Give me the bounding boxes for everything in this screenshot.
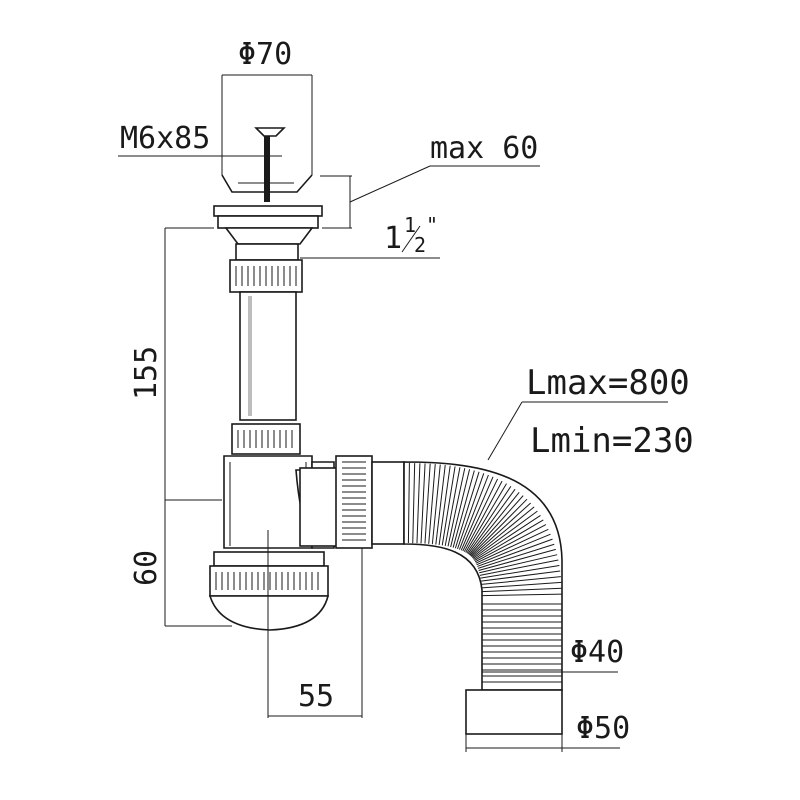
- dimension-phi50: [465, 734, 620, 752]
- label-phi70: Φ70: [238, 37, 292, 72]
- hose-corrugation: [476, 533, 551, 566]
- hose-corrugation: [478, 548, 556, 571]
- hose-corrugation: [407, 463, 410, 544]
- hose-corrugation: [412, 463, 416, 544]
- bottom-cap: [208, 551, 330, 631]
- hose-corrugation: [480, 570, 561, 582]
- label-thread-whole: 1: [384, 221, 402, 256]
- label-max60: max 60: [430, 131, 538, 166]
- hose-corrugation: [450, 469, 471, 548]
- hose-corrugation: [465, 483, 507, 553]
- hose-corrugation: [473, 515, 541, 560]
- label-155: 155: [129, 346, 164, 400]
- hose-corrugation: [420, 463, 426, 544]
- hose-corrugation: [481, 576, 561, 585]
- dimension-hose-length: [487, 401, 668, 461]
- label-lmin: Lmin=230: [530, 421, 694, 461]
- label-phi40: Φ40: [570, 635, 624, 670]
- hose-corrugation: [480, 564, 560, 579]
- hose-corrugation: [462, 478, 499, 552]
- dimension-55: [267, 530, 363, 718]
- flange: [213, 205, 323, 261]
- hose-corrugation: [424, 463, 431, 544]
- label-phi50: Φ50: [576, 711, 630, 746]
- hose-corrugation: [475, 528, 549, 564]
- hose-corrugation: [471, 502, 532, 558]
- hose-corrugation: [444, 467, 461, 546]
- hose-corrugation: [447, 468, 466, 547]
- hose-corrugation: [471, 506, 535, 558]
- screw: [118, 127, 286, 202]
- hose-corrugation: [428, 464, 436, 544]
- hose-corrugation: [457, 473, 485, 550]
- hose-corrugation: [441, 466, 456, 546]
- hose-corrugation: [472, 510, 538, 559]
- hose-corrugation: [458, 474, 489, 550]
- hose-corrugation: [466, 486, 512, 554]
- hose-corrugation: [435, 465, 446, 545]
- label-lmax: Lmax=800: [526, 363, 690, 403]
- hose-corrugation: [477, 543, 555, 569]
- hose-corrugation: [431, 464, 441, 545]
- label-thread-den: 2: [414, 233, 426, 257]
- hose-corrugation: [416, 463, 421, 544]
- hose-corrugation: [481, 593, 562, 597]
- hose-corrugation: [438, 465, 451, 545]
- hose-corrugation: [479, 559, 559, 576]
- label-m6x85: M6x85: [120, 121, 210, 156]
- vertical-tube: [239, 291, 297, 421]
- hose-corrugation: [454, 471, 480, 549]
- dimension-60: [164, 500, 232, 627]
- dimension-max60: [320, 165, 540, 229]
- hose-corrugation: [452, 470, 475, 548]
- hose-corrugation: [479, 554, 558, 574]
- label-thread-num: 1: [404, 213, 416, 237]
- label-thread-inch: ": [426, 213, 438, 237]
- hose-corrugation: [474, 524, 547, 563]
- hose-corrugation: [481, 587, 562, 593]
- hose-corrugation: [481, 581, 562, 589]
- hose-corrugation: [469, 495, 524, 556]
- hose-corrugation: [470, 498, 528, 557]
- flexible-hose: [403, 461, 563, 735]
- dimension-155: [164, 227, 222, 501]
- hose-corrugation: [468, 491, 520, 555]
- hose-corrugation: [460, 476, 494, 551]
- side-outlet: [299, 455, 405, 549]
- middle-nut: [231, 423, 301, 455]
- hose-corrugation: [477, 538, 553, 567]
- hose-corrugation: [463, 480, 503, 552]
- upper-nut: [229, 259, 303, 293]
- hose-corrugation: [467, 488, 516, 555]
- label-55: 55: [298, 679, 334, 714]
- hose-corrugation: [474, 519, 544, 562]
- label-60: 60: [129, 550, 164, 586]
